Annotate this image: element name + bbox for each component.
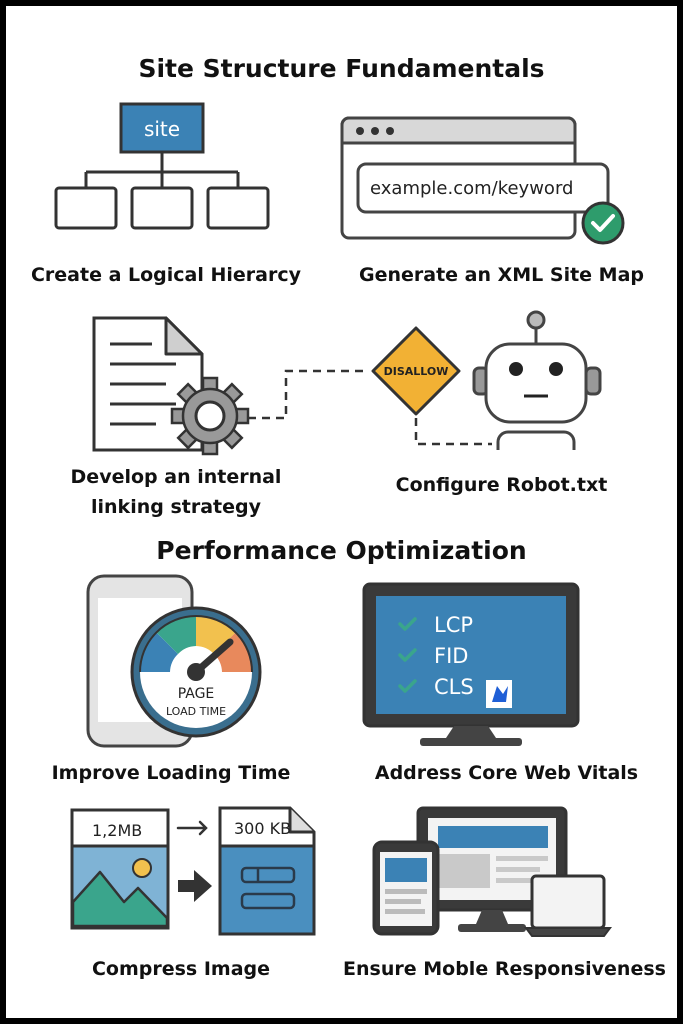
browser-icon: example.com/keyword <box>340 116 610 240</box>
caption-linking: Develop an internal linking strategy <box>70 466 282 518</box>
devices-icon <box>372 806 612 937</box>
section-title-performance: Performance Optimization <box>156 536 527 565</box>
logo-badge <box>486 680 512 708</box>
caption-sitemap: Generate an XML Site Map <box>358 264 645 286</box>
monitor-icon <box>362 582 580 746</box>
caption-mobile: Ensure Moble Responsiveness <box>343 958 666 980</box>
url-text: example.com/keyword <box>370 178 573 199</box>
original-size-label: 1,2MB <box>92 821 142 840</box>
metric-lcp: LCP <box>434 613 473 637</box>
checkmark-icon <box>398 648 417 662</box>
hierarchy-icon: site <box>54 102 270 230</box>
caption-robots: Configure Robot.txt <box>395 474 608 496</box>
warning-sign-icon: DISALLOW <box>371 326 461 416</box>
hierarchy-root-label: site <box>144 117 180 141</box>
vitals-checklist: LCP FID CLS <box>398 613 474 699</box>
disallow-label: DISALLOW <box>384 365 449 378</box>
caption-vitals: Address Core Web Vitals <box>374 762 639 784</box>
metric-fid: FID <box>434 644 468 668</box>
checkmark-icon <box>398 617 417 631</box>
metric-cls: CLS <box>434 675 474 699</box>
compressed-size-label: 300 KB <box>234 819 291 838</box>
caption-compress: Compress Image <box>91 958 271 980</box>
gauge-line2: LOAD TIME <box>166 705 226 718</box>
gauge-line1: PAGE <box>178 686 215 702</box>
caption-loading: Improve Loading Time <box>51 762 291 784</box>
url-bar <box>356 162 610 214</box>
document-file-icon: 300 KB <box>218 806 316 936</box>
section-title-site-structure: Site Structure Fundamentals <box>138 54 545 83</box>
checkmark-icon <box>581 201 625 245</box>
gear-icon <box>170 376 250 456</box>
arrow-icon <box>176 820 212 902</box>
image-file-icon: 1,2MB <box>70 808 170 930</box>
caption-hierarchy: Create a Logical Hierarcy <box>30 264 302 286</box>
speedometer-icon: PAGE LOAD TIME <box>130 606 262 738</box>
robot-icon <box>472 310 602 450</box>
checkmark-icon <box>398 679 417 693</box>
infographic-page: Site Structure Fundamentals Performance … <box>6 6 677 1018</box>
illustrations: site example.com/keyword <box>54 102 625 937</box>
